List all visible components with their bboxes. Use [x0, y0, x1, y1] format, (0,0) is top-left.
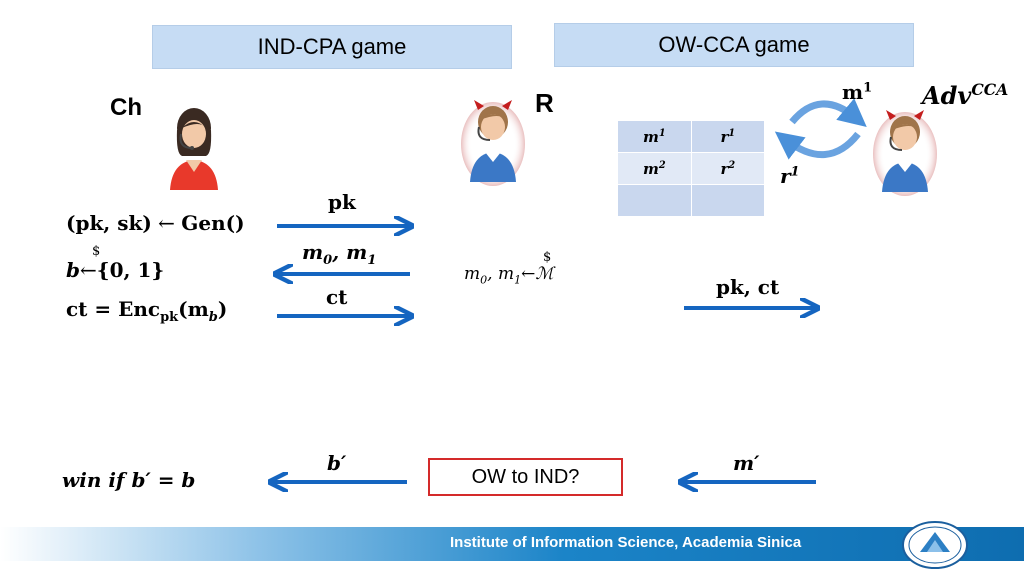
gen-step-gen: Gen()	[181, 211, 245, 235]
reduction-m1: m	[497, 264, 515, 284]
table-cell-r: r2	[690, 152, 766, 185]
b-sample-arrow: ←	[79, 258, 97, 282]
reduction-arrow: ←	[521, 264, 536, 284]
oracle-answer: r	[780, 164, 791, 188]
msg-m1: m	[346, 240, 368, 264]
ow-cca-title: OW-CCA game	[658, 32, 810, 57]
footer-bar	[0, 527, 1024, 561]
gen-step: (pk, sk) ← Gen()	[66, 211, 245, 235]
reduction-avatar-icon	[461, 100, 525, 186]
table-cell-m	[617, 184, 692, 217]
oracle-query-label: m1	[842, 80, 872, 104]
oracle-answer-sup: 1	[790, 164, 800, 180]
table-cell-m: m1	[617, 120, 692, 153]
adversary-sup: CCA	[971, 80, 1009, 99]
msg-b-prime: b′	[327, 451, 347, 475]
msg-pk-ct: pk, ct	[716, 275, 780, 299]
ow-to-ind-box: OW to IND?	[428, 458, 623, 496]
b-sample-dollar: $	[92, 244, 101, 259]
enc-step-sub: pk	[160, 310, 179, 325]
query-table: m1 r1 m2 r2	[617, 120, 766, 217]
enc-step: ct = Encpk(mb)	[66, 297, 227, 325]
msg-pk: pk	[328, 190, 356, 214]
reduction-m1-sub: 1	[514, 273, 522, 287]
oracle-loop-top-arrow	[789, 98, 867, 127]
challenger-label: Ch	[110, 94, 142, 121]
reduction-sample-dollar: $	[543, 250, 552, 265]
msg-ct: ct	[326, 285, 348, 309]
table-row: m1 r1	[617, 120, 766, 153]
adversary-label: AdvCCA	[922, 80, 1008, 110]
table-cell-r: r1	[690, 120, 766, 153]
table-row: m2 r2	[617, 152, 766, 185]
oracle-query: m	[842, 80, 864, 104]
msg-m0: m	[302, 240, 324, 264]
msg-m0-sub: 0	[323, 253, 333, 268]
oracle-answer-label: r1	[780, 164, 800, 188]
reduction-space: ℳ	[535, 264, 554, 284]
adversary-avatar-icon	[873, 110, 937, 196]
reduction-sep: ,	[487, 264, 498, 284]
oracle-loop-bottom-arrow	[774, 131, 861, 160]
ow-cca-header: OW-CCA game	[554, 23, 914, 67]
win-condition: win if b′ = b	[62, 468, 196, 492]
enc-step-m-sub: b	[208, 310, 218, 325]
table-cell-m: m2	[617, 152, 692, 185]
msg-m0m1: m0, m1	[302, 240, 376, 268]
table-cell-r	[690, 184, 766, 217]
enc-step-lhs: ct = Enc	[66, 297, 161, 321]
b-sample-var: b	[66, 258, 80, 282]
challenger-avatar-icon	[170, 108, 218, 190]
oracle-query-sup: 1	[863, 80, 873, 96]
reduction-m0-sub: 0	[480, 273, 488, 287]
reduction-label: R	[535, 88, 554, 118]
table-row	[617, 184, 766, 217]
gen-step-keys: (pk, sk)	[66, 211, 152, 235]
ind-cpa-title: IND-CPA game	[257, 34, 407, 59]
msg-m1-sub: 1	[367, 253, 377, 268]
institute-logo-icon	[902, 521, 968, 569]
gen-step-arrow: ←	[158, 211, 175, 235]
b-sample-step: b←{0, 1}	[66, 258, 164, 282]
adversary-base: Adv	[922, 81, 972, 110]
enc-step-m: (m	[178, 297, 209, 321]
reduction-sample: m0, m1←ℳ	[464, 264, 554, 286]
footer-institute: Institute of Information Science, Academ…	[450, 534, 802, 551]
ind-cpa-header: IND-CPA game	[152, 25, 512, 69]
b-sample-set: {0, 1}	[96, 258, 165, 282]
enc-step-close: )	[217, 297, 228, 321]
ow-to-ind-text: OW to IND?	[471, 465, 580, 488]
reduction-m0: m	[464, 264, 481, 284]
msg-m-prime: m′	[733, 451, 760, 475]
msg-m-sep: ,	[332, 240, 347, 264]
